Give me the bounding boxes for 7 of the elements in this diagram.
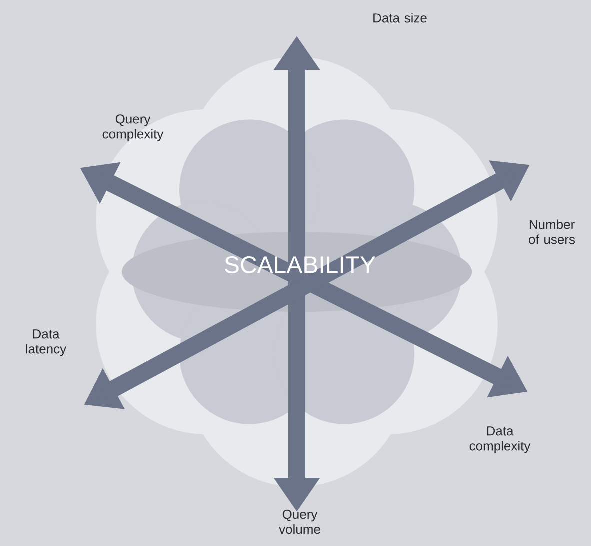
- axis-label: Data complexity: [470, 426, 531, 454]
- axis-label: Query volume: [279, 510, 320, 534]
- center-title: SCALABILITY: [225, 256, 376, 274]
- axis-label: Number of users: [529, 220, 576, 244]
- axis-label: Query complexity: [102, 114, 164, 142]
- axis-label: Data size: [374, 13, 427, 23]
- axis-label: Data latency: [26, 330, 67, 356]
